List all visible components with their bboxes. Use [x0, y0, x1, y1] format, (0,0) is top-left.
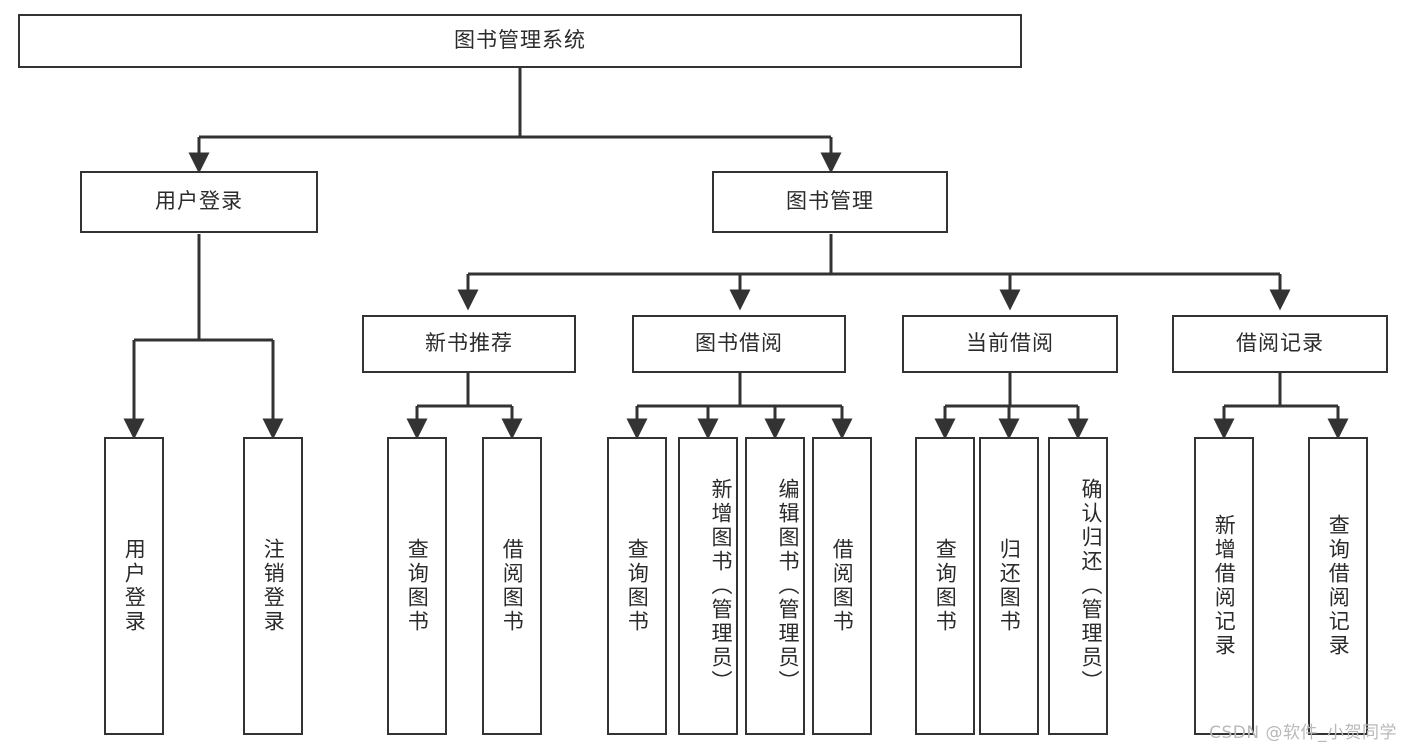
leaf-book-borrow-borrow-book[interactable]: 借阅图书: [812, 437, 872, 735]
node-user-login[interactable]: 用户登录: [80, 171, 318, 233]
leaf-new-book-query-book[interactable]: 查询图书: [387, 437, 447, 735]
csdn-watermark: CSDN @软件_小贺同学: [1209, 723, 1397, 743]
node-borrow-record[interactable]: 借阅记录: [1172, 315, 1388, 373]
leaf-borrow-record-add-record[interactable]: 新增借阅记录: [1194, 437, 1254, 735]
leaf-borrow-record-query-record[interactable]: 查询借阅记录: [1308, 437, 1368, 735]
leaf-current-borrow-return-book[interactable]: 归还图书: [979, 437, 1039, 735]
node-book-management[interactable]: 图书管理: [712, 171, 948, 233]
leaf-user-login-login[interactable]: 用户登录: [104, 437, 164, 735]
leaf-user-login-logout[interactable]: 注销登录: [243, 437, 303, 735]
leaf-new-book-borrow-book[interactable]: 借阅图书: [482, 437, 542, 735]
leaf-book-borrow-query-book[interactable]: 查询图书: [607, 437, 667, 735]
node-current-borrow[interactable]: 当前借阅: [902, 315, 1118, 373]
node-book-borrow[interactable]: 图书借阅: [632, 315, 846, 373]
leaf-book-borrow-add-book-admin[interactable]: 新增图书（管理员）: [678, 437, 738, 735]
leaf-book-borrow-edit-book-admin[interactable]: 编辑图书（管理员）: [745, 437, 805, 735]
node-root-book-management-system[interactable]: 图书管理系统: [18, 14, 1022, 68]
leaf-current-borrow-query-book[interactable]: 查询图书: [915, 437, 975, 735]
node-new-book-recommend[interactable]: 新书推荐: [362, 315, 576, 373]
leaf-current-borrow-confirm-return-admin[interactable]: 确认归还（管理员）: [1048, 437, 1108, 735]
